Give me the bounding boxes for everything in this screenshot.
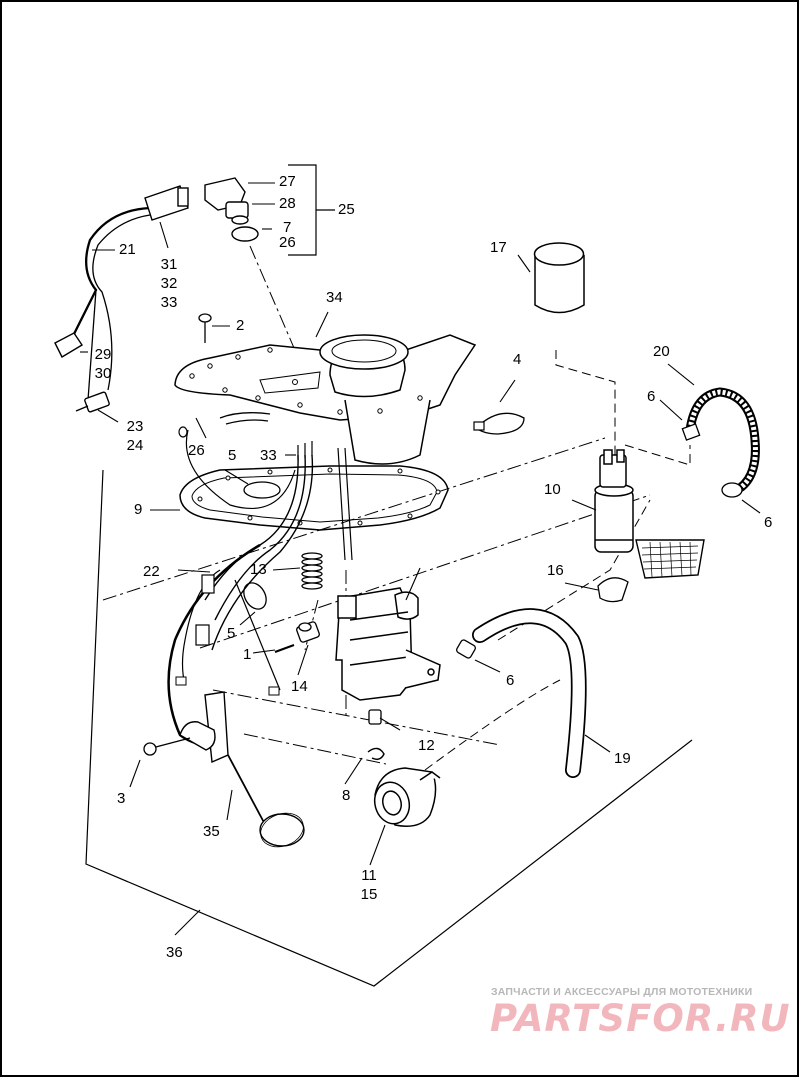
callout-7: 7	[283, 219, 292, 236]
part-9-gasket	[179, 465, 449, 531]
part-34-top-plate	[174, 334, 477, 465]
part-21-harness	[70, 206, 151, 401]
callout-34: 34	[326, 289, 343, 306]
callout-8: 8	[342, 787, 351, 804]
callout-20: 20	[653, 343, 670, 360]
part-27-connector	[204, 177, 249, 225]
callout-12: 12	[418, 737, 435, 754]
callout-22: 22	[143, 563, 160, 580]
part-1-pin	[274, 644, 295, 653]
callout-3: 3	[117, 790, 126, 807]
callout-29-30: 29 30	[90, 345, 116, 383]
callout-5: 5	[228, 447, 237, 464]
part-8-retainer	[367, 747, 385, 761]
watermark-tagline: ЗАПЧАСТИ И АКСЕССУАРЫ ДЛЯ МОТОТЕХНИКИ	[491, 986, 753, 998]
callout-11-15: 11 15	[356, 866, 382, 904]
callout-23: 23	[126, 418, 144, 435]
callout-10: 10	[544, 481, 561, 498]
callout-29: 29	[94, 346, 112, 363]
callout-19: 19	[614, 750, 631, 767]
callout-26: 26	[188, 442, 205, 459]
callout-4: 4	[513, 351, 522, 368]
pump-bracket-assembly	[335, 587, 441, 701]
callout-36: 36	[166, 944, 183, 961]
leader-lines	[80, 182, 761, 936]
callout-33: 33	[160, 294, 178, 311]
part-10-fuel-pump	[594, 449, 634, 553]
part-12-spacer	[368, 709, 382, 725]
callout-28: 28	[279, 195, 296, 212]
watermark-logo: PARTSFOR.RU	[490, 997, 791, 1040]
callout-15: 15	[360, 886, 378, 903]
callout-25: 25	[338, 201, 355, 218]
callout-32: 32	[160, 275, 178, 292]
part-17-sleeve	[533, 242, 585, 314]
part-14-bushing	[296, 621, 320, 643]
callout-13: 13	[250, 561, 267, 578]
part-16-bracket	[597, 577, 629, 603]
assembly-bracket-36	[85, 469, 693, 987]
callout-31-32-33: 31 32 33	[156, 255, 182, 312]
callout-1: 1	[243, 646, 252, 663]
part-23-connector	[75, 391, 110, 413]
part-13-spring	[301, 552, 323, 590]
callout-24: 24	[126, 437, 144, 454]
part-19-hose	[472, 608, 587, 778]
part-18-filter	[635, 539, 705, 579]
part-26-clip	[219, 412, 271, 425]
part-2-screw	[198, 313, 212, 343]
callout-2: 2	[236, 317, 245, 334]
part-3-screw	[143, 737, 191, 756]
callout-33: 33	[260, 447, 277, 464]
part-6-clip	[456, 639, 476, 659]
callout-30: 30	[94, 365, 112, 382]
callout-6: 6	[647, 388, 656, 405]
callout-21: 21	[119, 241, 136, 258]
callout-27: 27	[279, 173, 296, 190]
callout-6: 6	[506, 672, 515, 689]
part-11-regulator	[373, 767, 441, 827]
callout-16: 16	[547, 562, 564, 579]
callout-31: 31	[160, 256, 178, 273]
part-4-clip	[474, 412, 525, 435]
callout-23-24: 23 24	[122, 417, 148, 455]
callout-26: 26	[279, 234, 296, 251]
part-31-connector	[144, 185, 189, 221]
part-35-float-arm	[179, 691, 305, 848]
callout-9: 9	[134, 501, 143, 518]
part-5-hoop	[243, 481, 281, 499]
callout-11: 11	[361, 867, 377, 884]
callout-6: 6	[764, 514, 773, 531]
guide-rod	[337, 447, 353, 561]
callout-14: 14	[291, 678, 308, 695]
part-7-o-ring	[231, 226, 259, 242]
part-5-hoop	[243, 582, 267, 610]
callout-35: 35	[203, 823, 220, 840]
callout-5: 5	[227, 625, 236, 642]
callout-17: 17	[490, 239, 507, 256]
part-29-connector	[54, 332, 83, 358]
